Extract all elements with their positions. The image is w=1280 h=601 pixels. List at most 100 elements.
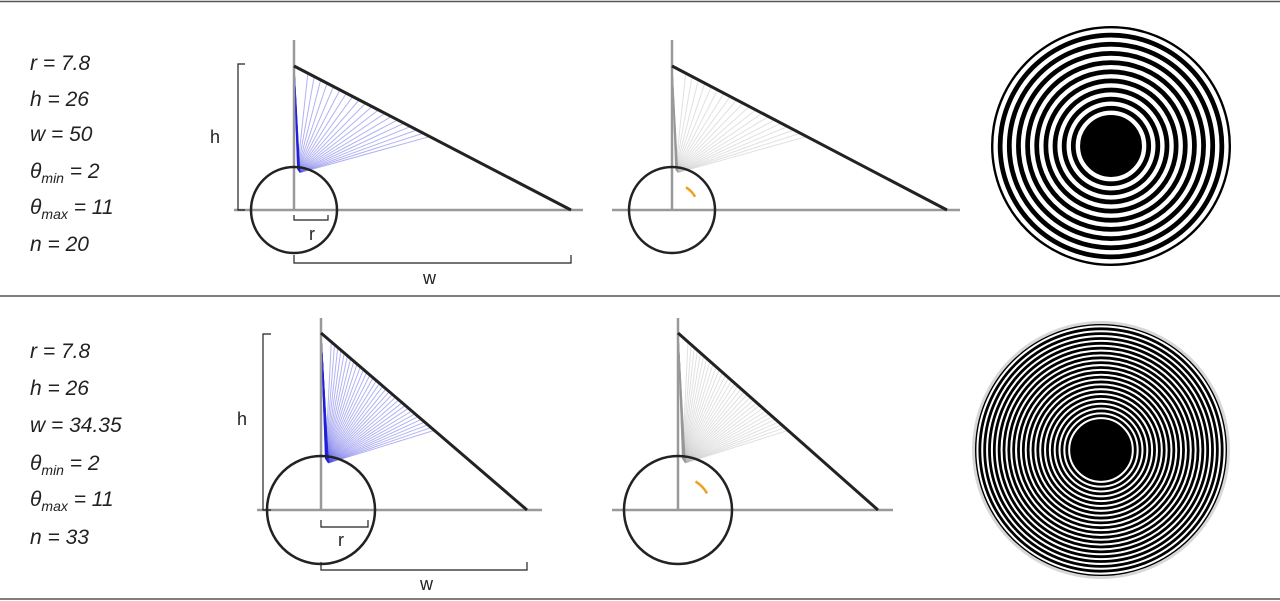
ray	[297, 89, 341, 171]
row-bottom: r = 7.8 h = 26 w = 34.35 θmin = 2 θmax =…	[30, 318, 1230, 594]
ray	[682, 369, 720, 461]
ray	[299, 132, 424, 173]
param-list: r = 7.8 h = 26 w = 34.35 θmin = 2 θmax =…	[30, 340, 128, 549]
theta-arc	[685, 186, 697, 198]
ray	[298, 106, 373, 172]
ray	[684, 399, 754, 462]
ray	[326, 391, 390, 462]
ray	[681, 341, 689, 459]
geometry-panel-blue: h r w	[237, 318, 542, 594]
ring	[1058, 407, 1144, 493]
row-top: r = 7.8 h = 26 w = 50 θmin = 2 θmax = 11…	[30, 26, 1231, 288]
ray	[327, 402, 403, 463]
ray	[298, 99, 360, 171]
ray	[677, 136, 807, 174]
ring	[1034, 383, 1168, 517]
ray	[325, 358, 352, 460]
ray	[325, 347, 339, 460]
ray	[684, 424, 782, 464]
ray	[327, 405, 406, 463]
ray	[683, 383, 736, 462]
ray	[299, 119, 398, 173]
ray	[325, 352, 345, 460]
ring	[1019, 368, 1183, 532]
ray	[298, 109, 379, 172]
geometry-panel-gray	[612, 318, 893, 566]
param-theta-min: θmin = 2	[30, 452, 100, 478]
ray	[683, 385, 739, 462]
param-n: n = 20	[30, 233, 89, 256]
param-theta-max: θmax = 11	[30, 488, 114, 514]
ray	[297, 92, 347, 171]
theta-arc	[694, 480, 709, 495]
ray	[675, 73, 687, 170]
param-r: r = 7.8	[30, 340, 90, 363]
ray	[327, 413, 416, 463]
ray	[676, 99, 738, 171]
h-label: h	[237, 409, 247, 429]
ray	[325, 350, 342, 460]
ray	[328, 427, 432, 464]
h-label: h	[210, 127, 220, 147]
w-label: w	[419, 574, 434, 594]
ray	[683, 394, 748, 462]
geometry-panel-gray	[612, 40, 960, 255]
ring-pattern	[991, 26, 1231, 266]
ring	[1000, 349, 1202, 551]
ray	[677, 122, 782, 173]
ray	[299, 126, 411, 173]
ring	[1010, 359, 1192, 541]
ray	[328, 429, 435, 464]
ring	[1048, 397, 1154, 503]
ray	[326, 380, 377, 461]
ring	[995, 344, 1207, 556]
ring	[986, 335, 1216, 565]
ray	[682, 358, 708, 460]
r-label: r	[338, 530, 344, 550]
ray	[298, 116, 392, 172]
hypotenuse	[293, 64, 572, 212]
param-w: w = 34.35	[30, 414, 122, 437]
ray	[298, 102, 366, 172]
r-dimension-bracket	[320, 520, 369, 528]
w-dimension-bracket	[293, 255, 572, 264]
h-dimension-bracket	[237, 63, 245, 211]
ray	[676, 116, 769, 172]
param-h: h = 26	[30, 88, 89, 111]
lens-circle	[622, 454, 734, 566]
ray	[676, 106, 750, 172]
param-theta-max: θmax = 11	[30, 196, 114, 222]
ring-set	[976, 325, 1226, 575]
ray	[682, 363, 714, 460]
ray	[299, 122, 405, 173]
ray	[677, 126, 788, 173]
hypotenuse	[677, 331, 879, 512]
ray	[299, 129, 418, 173]
ray	[676, 109, 757, 172]
ray	[682, 352, 701, 460]
ring	[990, 339, 1212, 561]
param-w: w = 50	[30, 123, 93, 146]
ray	[326, 394, 393, 462]
r-label: r	[309, 224, 315, 244]
ray	[682, 361, 711, 460]
ray	[327, 407, 409, 463]
ray	[325, 363, 358, 460]
ray	[683, 391, 745, 462]
ray	[684, 418, 776, 463]
ray	[677, 129, 795, 173]
ring	[1075, 110, 1147, 182]
ray	[297, 83, 328, 170]
ray	[677, 132, 801, 173]
ray	[675, 76, 693, 170]
ring-set	[993, 28, 1229, 264]
ray	[684, 407, 764, 463]
ring	[1048, 83, 1174, 209]
ray	[326, 385, 384, 462]
ray	[684, 413, 770, 463]
ray	[297, 79, 322, 170]
h-dimension-bracket	[262, 333, 271, 511]
param-n: n = 33	[30, 526, 89, 549]
ray	[327, 424, 429, 464]
ray	[327, 421, 425, 464]
